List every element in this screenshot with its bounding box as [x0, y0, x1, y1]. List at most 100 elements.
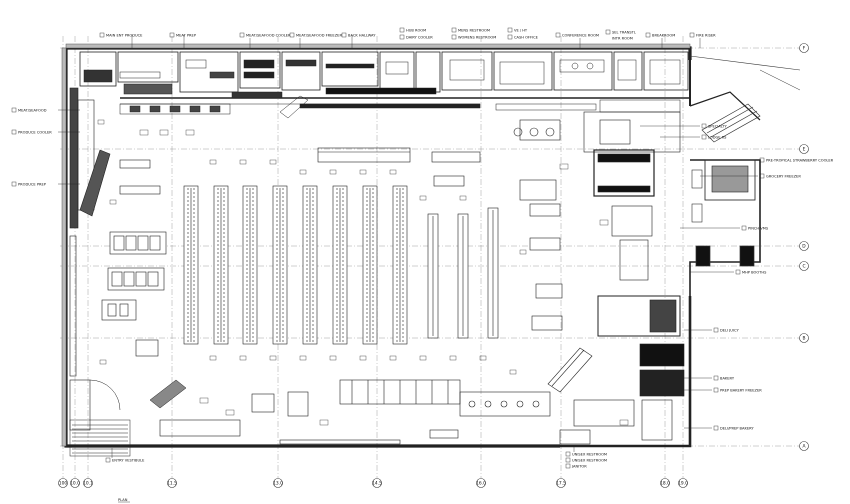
- aisle-4: [272, 185, 288, 345]
- grid-marker-f: F: [799, 43, 809, 53]
- fixture-details: [97, 119, 629, 426]
- grid-marker-col-9: 19.0: [678, 478, 688, 488]
- svg-text:D: D: [802, 244, 806, 250]
- aisle-7: [362, 185, 378, 345]
- room-label-deli-prep-bakery: DELI/PREP BAKERY: [684, 425, 754, 431]
- svg-text:A: A: [802, 444, 805, 450]
- room-label-dairy-cooler: DAIRY COOLER: [399, 34, 433, 40]
- room-label-meat-seafood: MEAT/SEAFOOD: [11, 107, 80, 113]
- svg-text:MEAT/SEAFOOD: MEAT/SEAFOOD: [18, 109, 47, 113]
- grid-marker-col-6: 16.0: [476, 478, 486, 488]
- aisle-5: [302, 185, 318, 345]
- svg-text:SEL TRANSTL: SEL TRANSTL: [612, 31, 636, 35]
- aisle-9-freezer: [427, 213, 439, 339]
- svg-text:10.0: 10.0: [70, 481, 80, 487]
- room-label-meat-seafood-cooler: MEAT/SEAFOOD COOLER: [239, 32, 291, 48]
- svg-text:10.1: 10.1: [83, 481, 93, 487]
- room-label-meat-prep: MEAT PREP: [169, 32, 197, 48]
- room-label-produce-cooler: PRODUCE COOLER: [11, 129, 80, 135]
- svg-text:B: B: [802, 336, 805, 342]
- room-label-pre-trop-cooler: PRE-TROPICAL STRAWBERRY COOLER: [700, 157, 834, 163]
- svg-text:F: F: [803, 46, 806, 52]
- room-label-grocery-freezer: GROCERY FREEZER: [700, 173, 801, 179]
- room-label-meat-seafood-freezer: MEAT/SEAFOOD FREEZER: [289, 32, 342, 48]
- svg-text:PREP BAKERY FREEZER: PREP BAKERY FREEZER: [720, 389, 762, 393]
- svg-text:VE / HT: VE / HT: [514, 29, 528, 33]
- svg-text:BACK HALLWAY: BACK HALLWAY: [348, 34, 376, 38]
- svg-text:14.5: 14.5: [372, 481, 382, 487]
- aisle-8: [392, 185, 408, 345]
- svg-text:CONFERENCE ROOM: CONFERENCE ROOM: [562, 34, 599, 38]
- svg-text:HUB ROOM: HUB ROOM: [406, 29, 426, 33]
- room-label-mens-restroom: MENS RESTROOM: [451, 27, 490, 33]
- svg-text:MAIN ENT PRODUCE: MAIN ENT PRODUCE: [106, 34, 143, 38]
- room-label-ve-ht: VE / HT: [507, 27, 528, 33]
- svg-text:ENTRY VESTIBULE: ENTRY VESTIBULE: [112, 459, 145, 463]
- svg-text:UNISEX RESTROOM: UNISEX RESTROOM: [572, 453, 607, 457]
- svg-text:GROCERY FREEZER: GROCERY FREEZER: [766, 175, 801, 179]
- svg-text:16.0: 16.0: [476, 481, 486, 487]
- grid-marker-col-5: 14.5: [372, 478, 382, 488]
- svg-text:13.0: 13.0: [273, 481, 283, 487]
- svg-text:PRODUCE PREP: PRODUCE PREP: [18, 183, 47, 187]
- service-counter: [317, 127, 555, 187]
- svg-text:CASH OFFICE: CASH OFFICE: [514, 36, 539, 40]
- grid-marker-a: A: [799, 441, 809, 451]
- grid-marker-col-3: 11.5: [167, 478, 177, 488]
- aisle-11-freezer: [487, 207, 499, 339]
- room-label-entry-vestibule: ENTRY VESTIBULE: [105, 448, 145, 463]
- cart-corral: [69, 379, 187, 457]
- svg-text:MEAT PREP: MEAT PREP: [176, 34, 197, 38]
- room-label-deli-juicy: DELI JUICY: [684, 327, 739, 333]
- svg-text:18.0: 18.0: [660, 481, 670, 487]
- svg-text:PINCH VMS: PINCH VMS: [748, 227, 769, 231]
- svg-text:WOMENS RESTROOM: WOMENS RESTROOM: [458, 36, 496, 40]
- room-label-pinch-vms: PINCH VMS: [680, 225, 769, 231]
- svg-text:LODGE RS: LODGE RS: [708, 136, 727, 140]
- room-label-intr-room: INTR ROOM: [612, 37, 633, 41]
- svg-text:PRODUCE COOLER: PRODUCE COOLER: [18, 131, 52, 135]
- grid-marker-col-4: 13.0: [273, 478, 283, 488]
- svg-text:MEAT/SEAFOOD COOLER: MEAT/SEAFOOD COOLER: [246, 34, 291, 38]
- room-label-bakery: BAKERY: [684, 375, 735, 381]
- svg-text:BREAKROOM: BREAKROOM: [652, 34, 675, 38]
- aisle-3: [242, 185, 258, 345]
- svg-text:INTR ROOM: INTR ROOM: [612, 37, 633, 41]
- room-label-womens-restroom: WOMENS RESTROOM: [451, 34, 496, 40]
- aisle-2: [213, 185, 229, 345]
- room-label-cash-office: CASH OFFICE: [507, 34, 539, 40]
- room-labels: MAIN ENT PRODUCE MEAT PREP MEAT/SEAFOOD …: [11, 27, 834, 469]
- left-perimeter: [69, 87, 111, 431]
- svg-text:11.5: 11.5: [167, 481, 177, 487]
- grid-marker-col-2: 10.1: [83, 478, 93, 488]
- room-label-produce-prep: PRODUCE PREP: [11, 181, 80, 187]
- svg-text:E: E: [803, 147, 806, 153]
- grid-marker-col-1: 10.0: [70, 478, 80, 488]
- svg-text:19.0: 19.0: [678, 481, 688, 487]
- room-label-unisex-restroom-1: UNISEX RESTROOM: [565, 446, 607, 457]
- svg-text:DELI/PREP BAKERY: DELI/PREP BAKERY: [720, 427, 754, 431]
- svg-text:PLAN: PLAN: [118, 498, 128, 502]
- room-label-main-ent-produce: MAIN ENT PRODUCE: [99, 32, 143, 48]
- room-label-unisex-restroom-2: UNISEX RESTROOM: [565, 457, 607, 463]
- checkout-lanes: [159, 379, 551, 445]
- svg-text:FIRE RISER: FIRE RISER: [696, 34, 716, 38]
- room-label-lodge-rs: LODGE RS: [660, 134, 727, 140]
- grid-marker-d: D: [799, 241, 809, 251]
- room-label-breakroom: BREAKROOM: [645, 32, 675, 48]
- room-label-janitor: JANITOR: [565, 463, 587, 469]
- grid-marker-col-7: 17.5: [556, 478, 566, 488]
- svg-text:DELI JUICY: DELI JUICY: [720, 329, 739, 333]
- svg-text:17.5: 17.5: [556, 481, 566, 487]
- grid-row-markers: F E D C B A: [799, 43, 809, 451]
- svg-text:UNISEX RESTROOM: UNISEX RESTROOM: [572, 459, 607, 463]
- grid-marker-b: B: [799, 333, 809, 343]
- room-label-specialty: SPECIALTY: [640, 123, 727, 129]
- svg-text:PRE-TROPICAL STRAWBERRY COOLER: PRE-TROPICAL STRAWBERRY COOLER: [766, 159, 834, 163]
- gondola-aisles: [183, 185, 499, 345]
- service-departments: [519, 111, 685, 445]
- svg-text:100: 100: [59, 481, 68, 487]
- svg-text:MEAT/SEAFOOD FREEZER: MEAT/SEAFOOD FREEZER: [296, 34, 342, 38]
- grid-marker-col-0: 100: [58, 478, 68, 488]
